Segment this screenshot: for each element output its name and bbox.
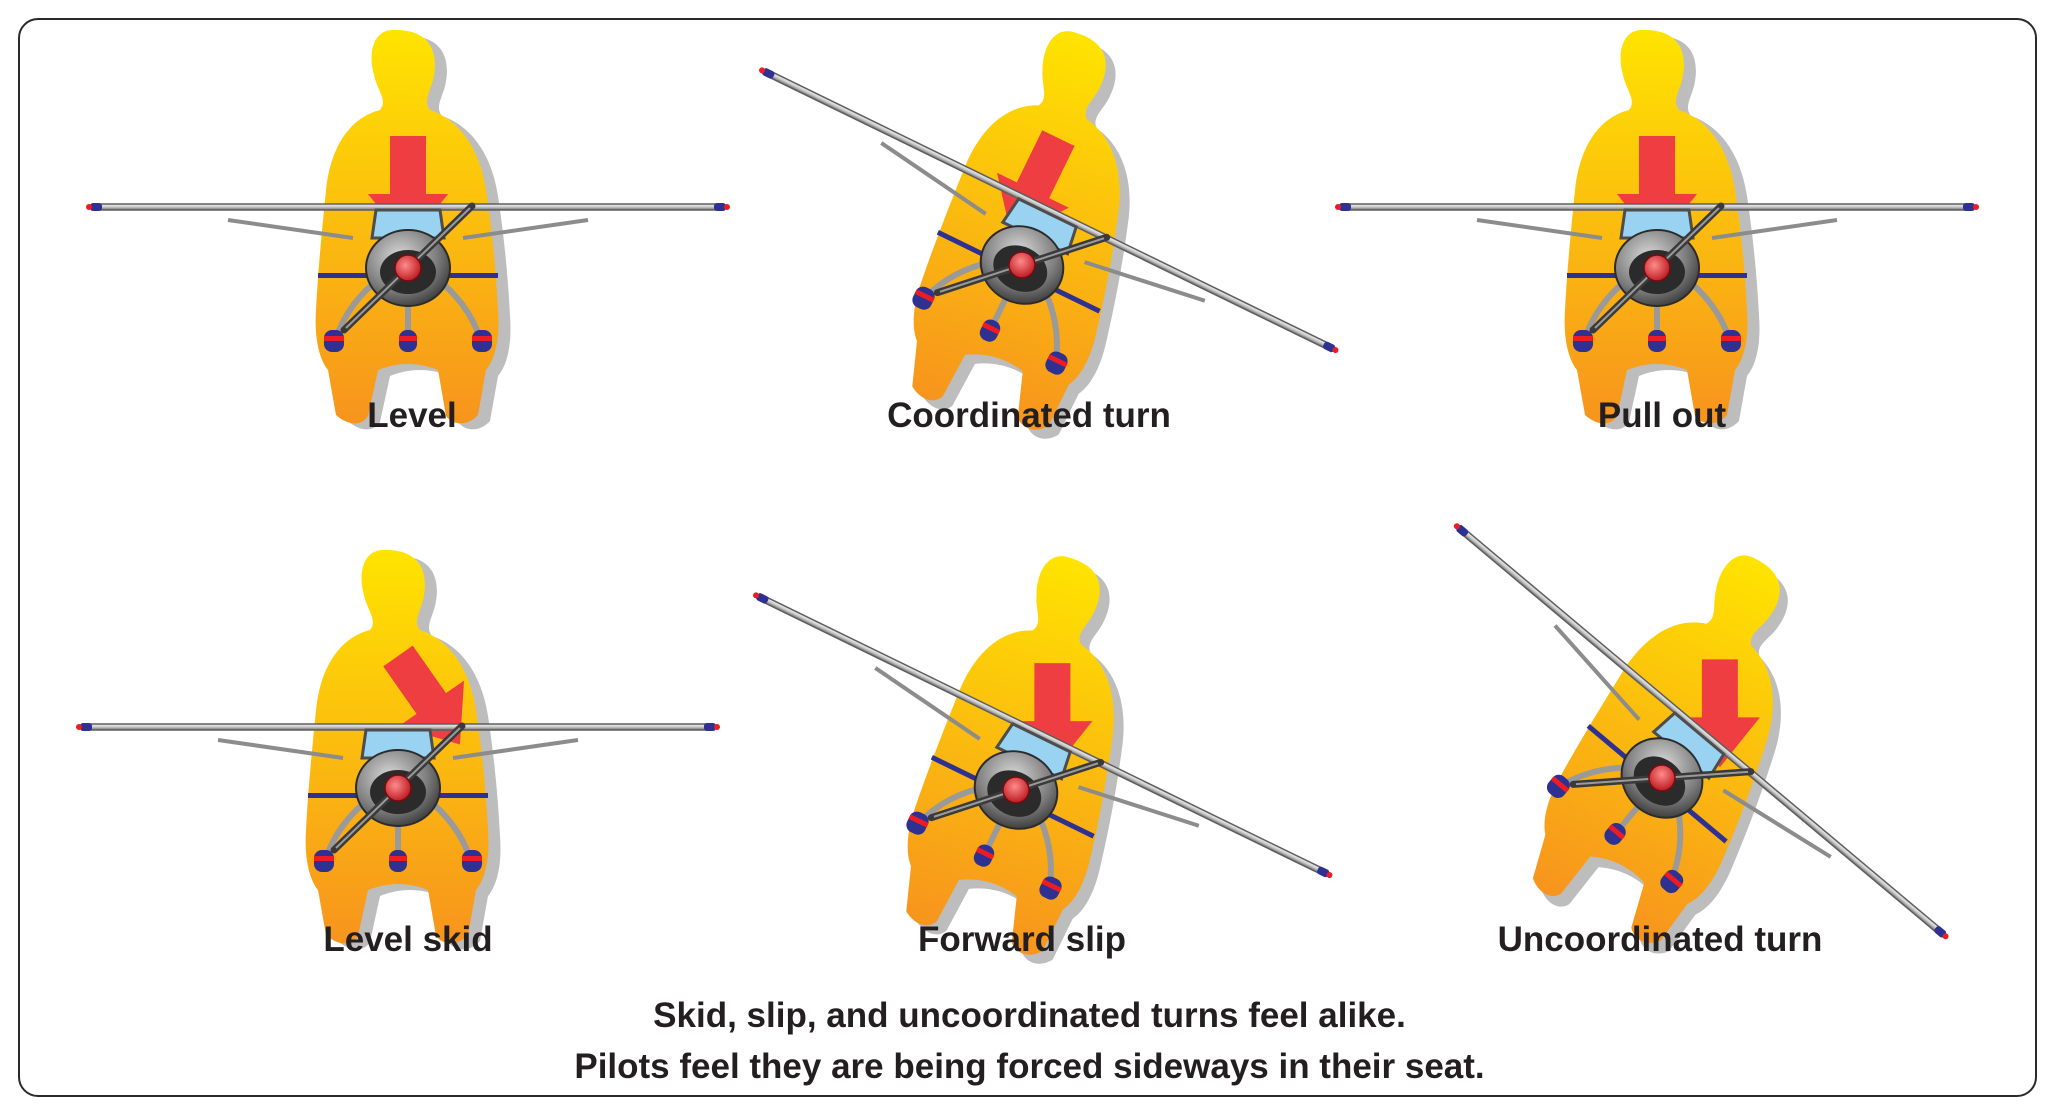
label-forward-slip: Forward slip	[917, 920, 1127, 959]
panel-level-skid	[76, 549, 720, 950]
panels	[76, 10, 1979, 1050]
label-level-skid: Level skid	[323, 920, 493, 959]
label-level: Level	[367, 396, 457, 435]
caption-line-1: Skid, slip, and uncoordinated turns feel…	[653, 996, 1406, 1035]
aircraft-icon	[86, 203, 730, 352]
aircraft-icon	[1361, 521, 1950, 1049]
panel-uncoordinated-turn	[1361, 521, 1950, 1049]
label-uncoordinated-turn: Uncoordinated turn	[1497, 920, 1823, 959]
panel-level	[86, 29, 730, 430]
caption: Skid, slip, and uncoordinated turns feel…	[0, 990, 2059, 1092]
caption-line-2: Pilots feel they are being forced sidewa…	[574, 1047, 1485, 1086]
aircraft-icon	[1335, 203, 1979, 352]
label-coordinated-turn: Coordinated turn	[887, 396, 1171, 435]
aircraft-icon	[76, 723, 720, 872]
panel-pull-out	[1335, 29, 1979, 430]
label-pull-out: Pull out	[1597, 396, 1727, 435]
